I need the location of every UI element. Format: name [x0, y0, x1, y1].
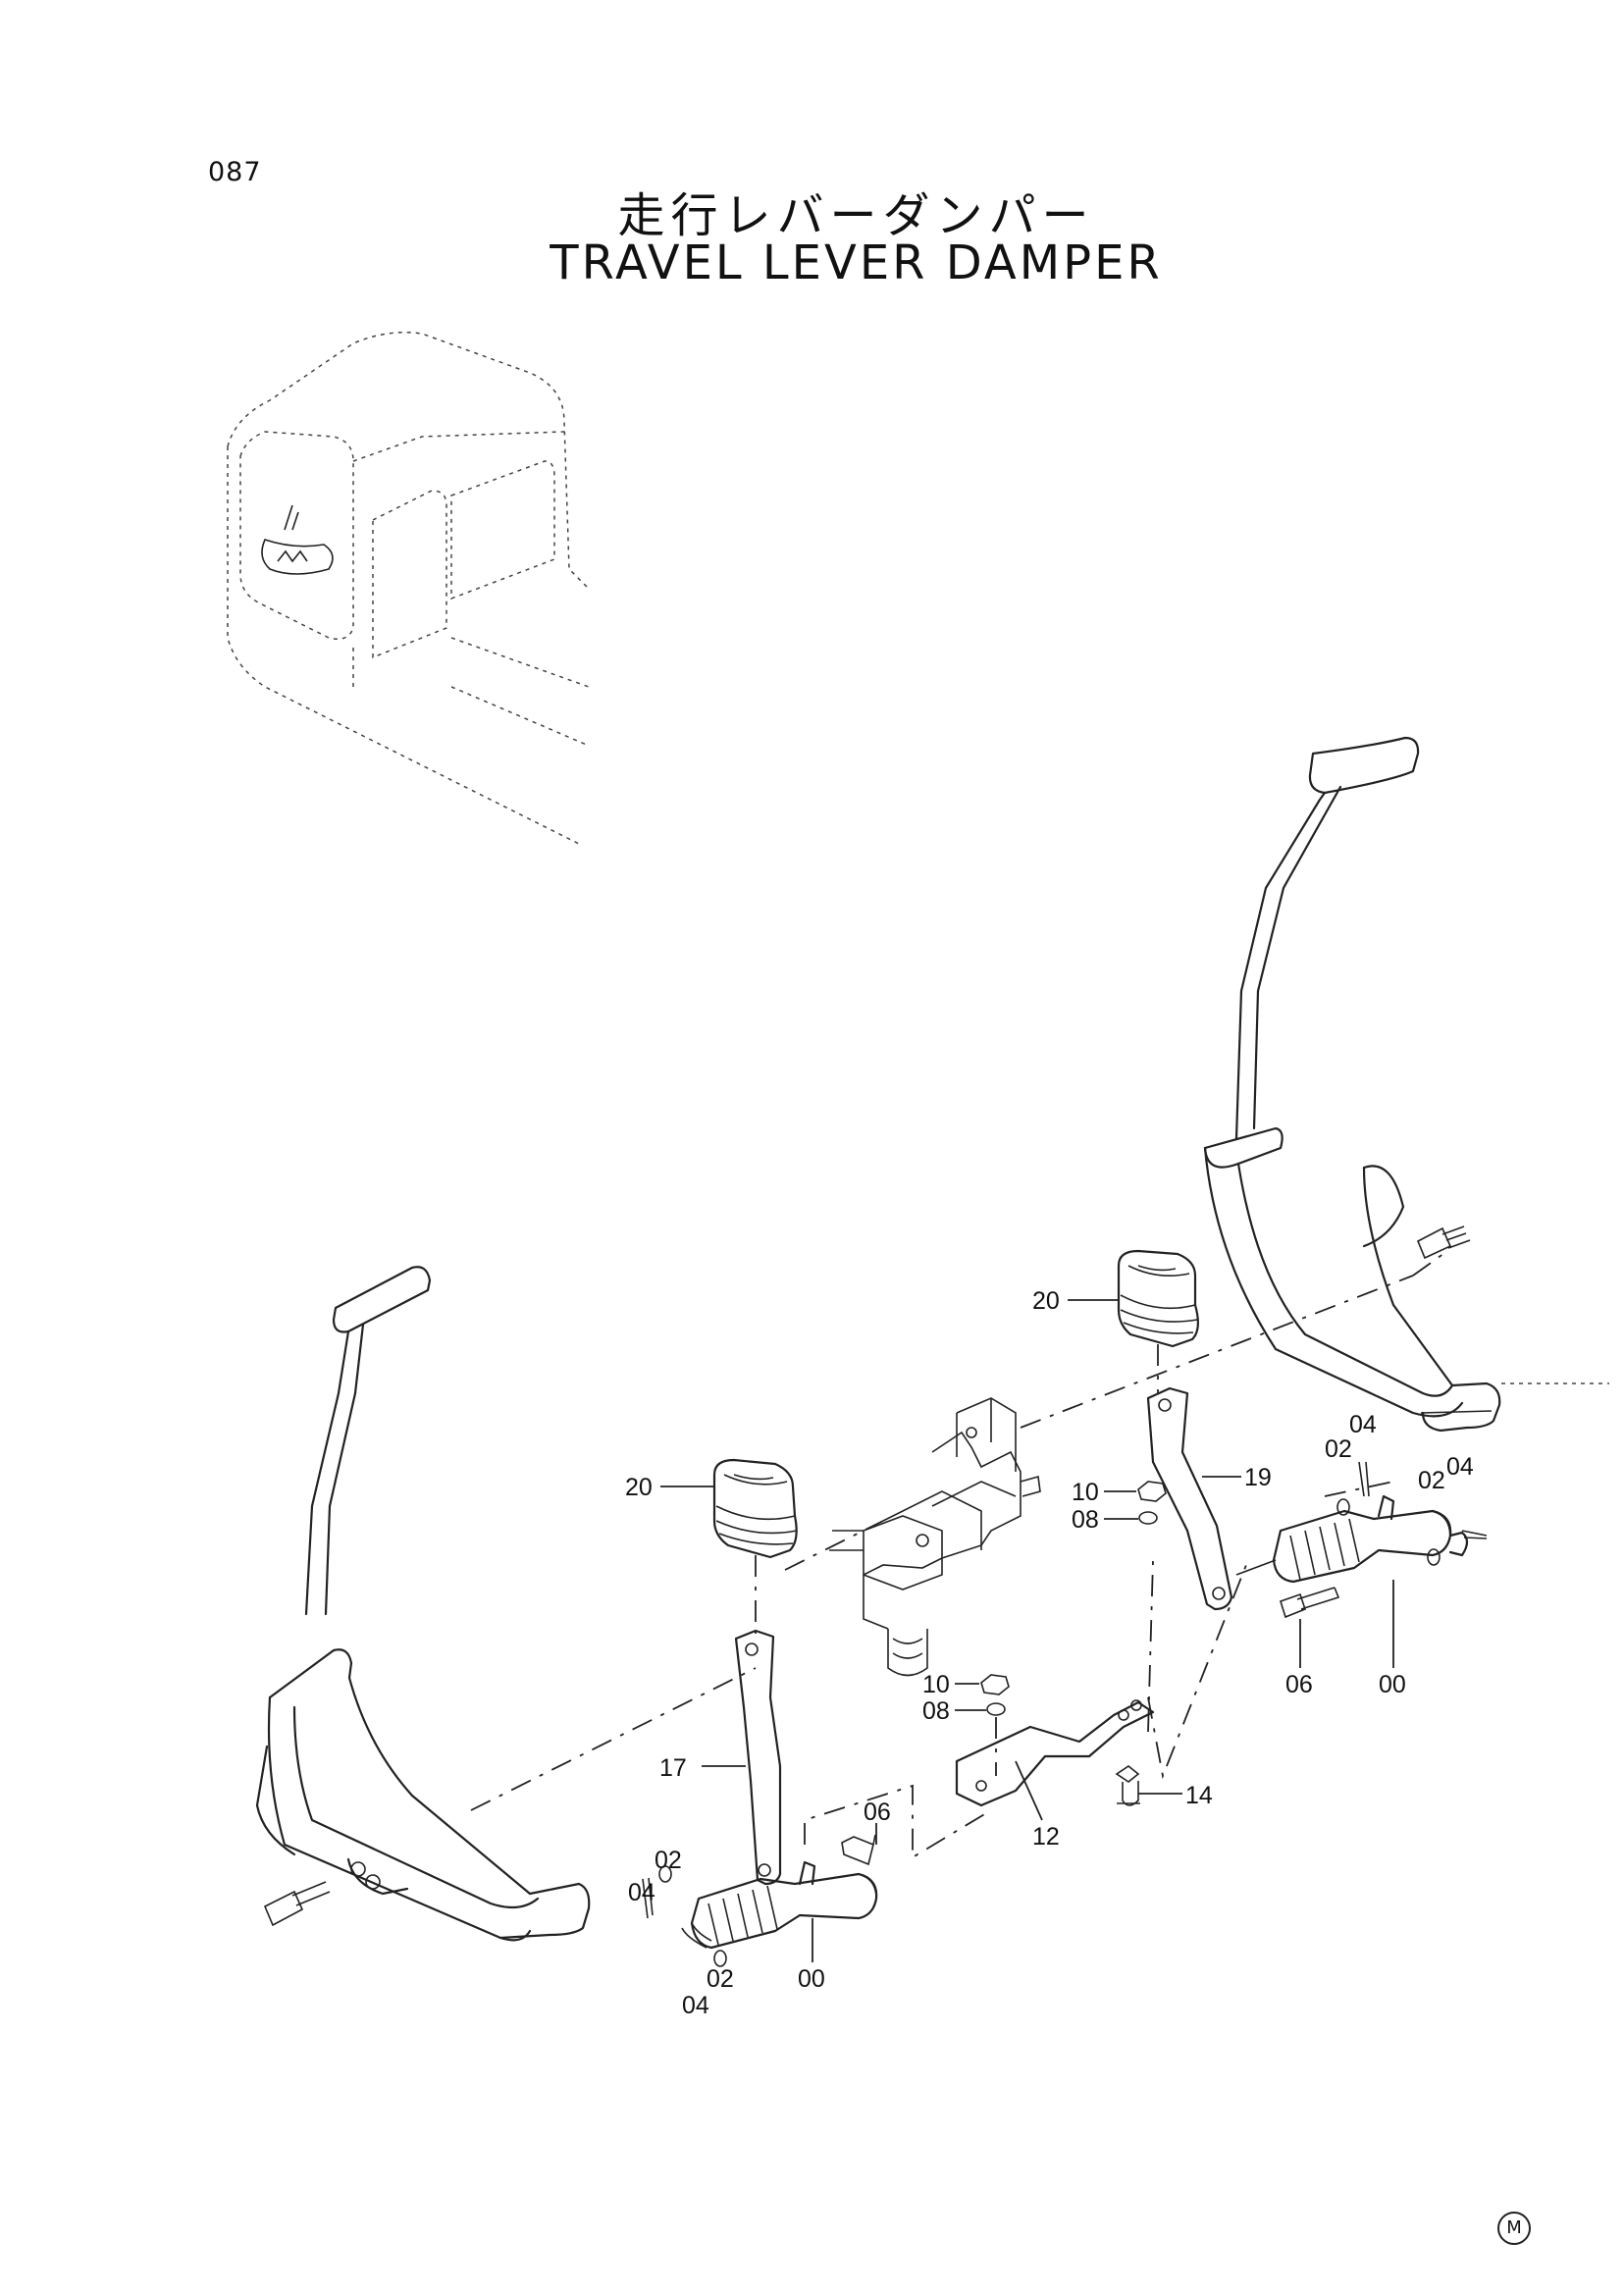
bolt-14 [1115, 1765, 1140, 1806]
callout-02-lower-right: 02 [707, 1965, 734, 1993]
callout-08-upper: 08 [1072, 1506, 1099, 1534]
callout-02-upper-right: 02 [1418, 1467, 1445, 1494]
bolt-06-right [1280, 1587, 1340, 1619]
callout-04-upper-left: 04 [1349, 1411, 1377, 1438]
callout-20-lower: 20 [625, 1474, 653, 1501]
nut-10-lower [980, 1674, 1010, 1695]
assembly-lines [470, 1250, 1448, 1859]
cab-illustration [227, 332, 590, 845]
callout-04-lower-left: 04 [628, 1879, 655, 1906]
callout-10-lower: 10 [922, 1671, 950, 1698]
bolt-06-left [841, 1834, 876, 1866]
damper-right [1235, 1494, 1469, 1584]
washer-08-upper [1138, 1511, 1158, 1525]
callout-02-upper-left: 02 [1325, 1435, 1352, 1463]
callout-08-lower: 08 [922, 1697, 950, 1725]
rubber-boot-upper [1117, 1249, 1199, 1348]
page-number: 087 [208, 157, 262, 187]
callout-19: 19 [1244, 1464, 1272, 1491]
callout-02-lower-left: 02 [655, 1847, 682, 1874]
right-travel-lever [1203, 736, 1609, 1433]
callout-04-upper-right: 04 [1446, 1453, 1474, 1481]
callout-20-upper: 20 [1032, 1287, 1060, 1315]
cotter-pins-04 [642, 1461, 1488, 1949]
callout-10-upper: 10 [1072, 1479, 1099, 1506]
left-travel-lever [255, 1266, 591, 1942]
bracket-17 [734, 1629, 782, 1886]
bracket-19 [1146, 1386, 1233, 1611]
maker-mark: M [1497, 2212, 1531, 2245]
callout-00-left: 00 [798, 1965, 825, 1993]
callout-12: 12 [1032, 1823, 1060, 1851]
callout-06-left: 06 [864, 1799, 891, 1826]
title-english: TRAVEL LEVER DAMPER [550, 235, 1163, 290]
pilot-valve-block [829, 1397, 1041, 1677]
callout-04-lower-right: 04 [682, 1992, 709, 2019]
washers-02 [658, 1498, 1441, 1967]
washer-08-lower [986, 1702, 1006, 1716]
nut-10-upper [1137, 1481, 1167, 1502]
title-japanese: 走行レバーダンパー [617, 188, 1095, 243]
leader-lines [660, 1299, 1394, 1962]
callout-00-right: 00 [1379, 1671, 1406, 1698]
bracket-12 [955, 1699, 1155, 1807]
callout-14: 14 [1185, 1782, 1213, 1809]
callout-17: 17 [659, 1754, 687, 1782]
damper-left [690, 1860, 878, 1950]
rubber-boot-lower [712, 1458, 798, 1559]
callout-06-right: 06 [1285, 1671, 1313, 1698]
